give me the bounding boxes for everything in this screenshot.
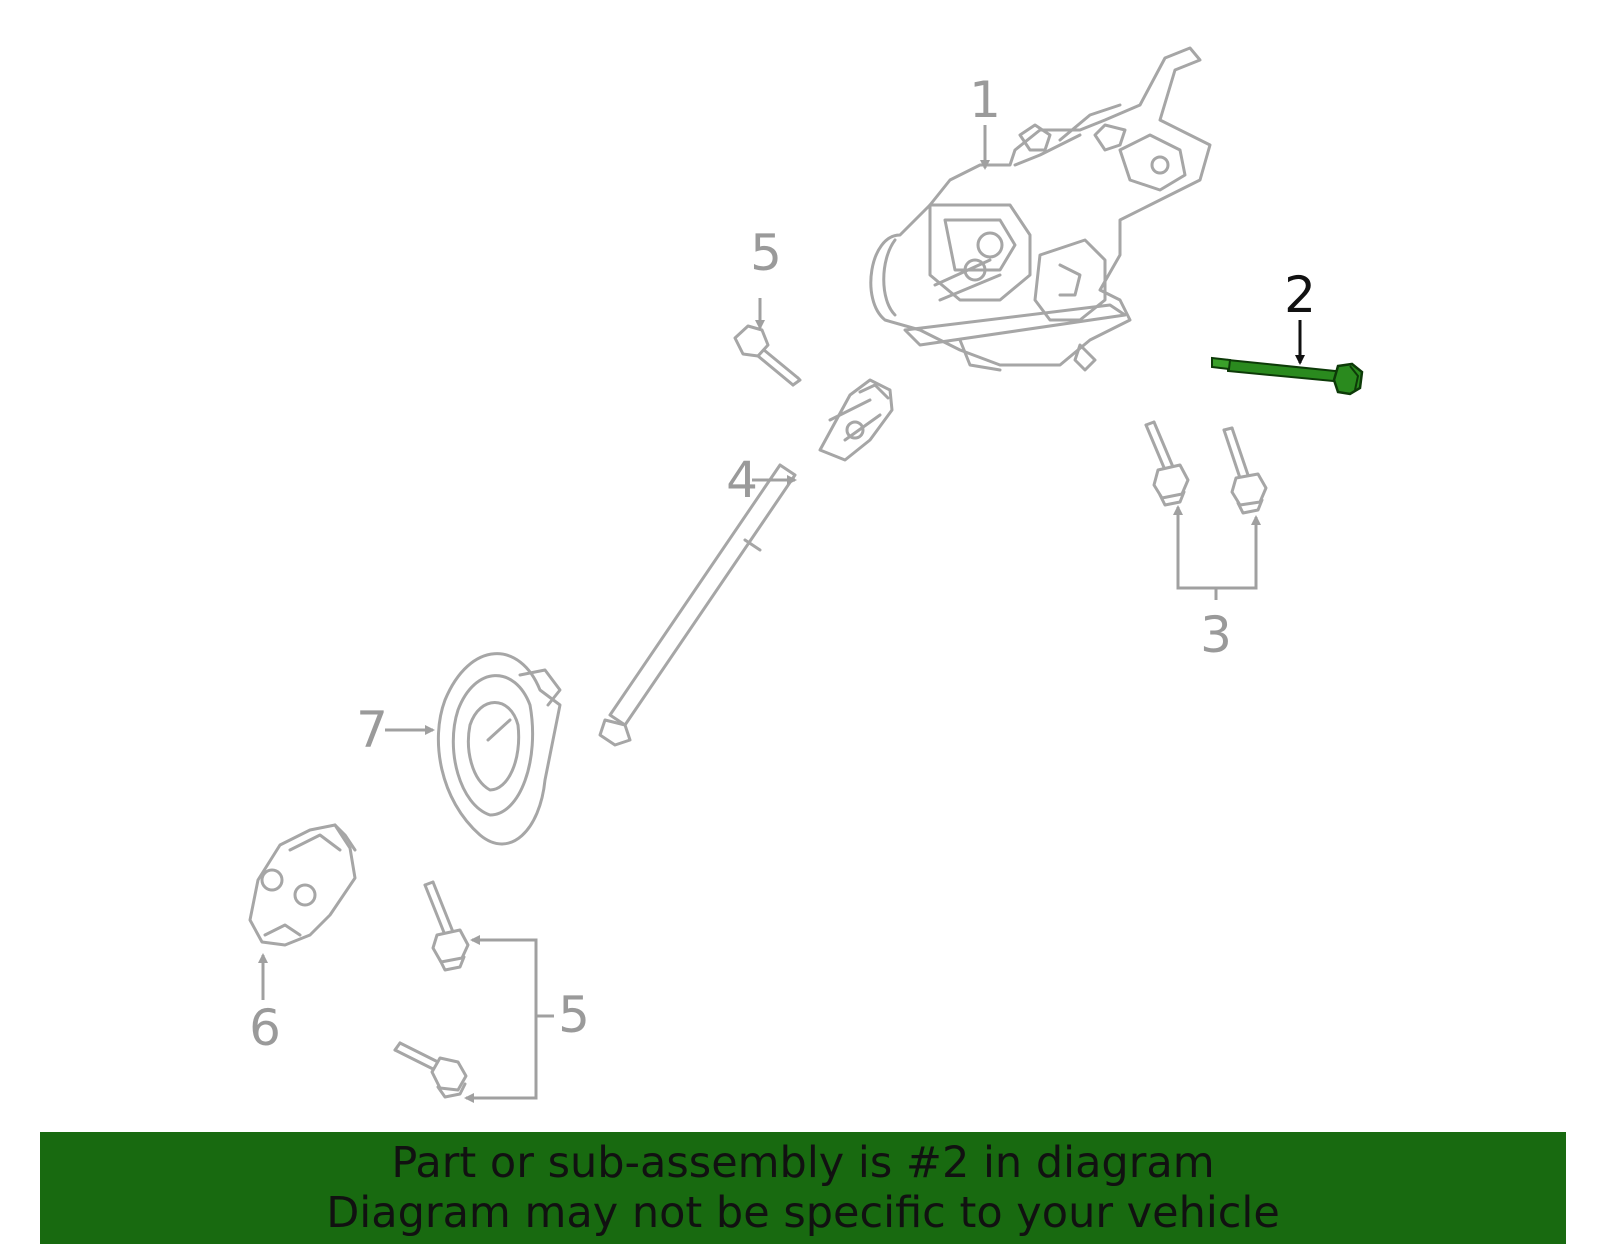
banner-line-2: Diagram may not be specific to your vehi… — [326, 1188, 1280, 1238]
callout-6: 6 — [249, 999, 281, 1057]
bolt-part-2-highlighted[interactable] — [1211, 356, 1364, 396]
column-boot-seal — [436, 652, 562, 846]
leader-3b — [1216, 515, 1261, 590]
banner-line-1: Part or sub-assembly is #2 in diagram — [391, 1138, 1215, 1188]
universal-joint — [248, 823, 357, 947]
leader-5-lower-b — [464, 1016, 538, 1103]
callout-4: 4 — [726, 451, 758, 509]
callout-2[interactable]: 2 — [1284, 266, 1316, 324]
parts-diagram: 1 2 3 4 5 5 6 7 — [248, 46, 1364, 1103]
leader-3a — [1173, 505, 1216, 590]
callout-3: 3 — [1200, 606, 1232, 664]
leader-5-lower-a — [470, 935, 554, 1018]
bolts-part-5-lower — [393, 880, 470, 1099]
callout-5-lower: 5 — [558, 986, 590, 1044]
intermediate-shaft — [598, 378, 894, 747]
callout-5-upper: 5 — [750, 224, 782, 282]
steering-column-assembly — [869, 46, 1212, 372]
bolt-part-5-upper — [733, 324, 802, 387]
info-banner: Part or sub-assembly is #2 in diagram Di… — [40, 1132, 1566, 1244]
bolts-part-3 — [1144, 420, 1268, 515]
leader-lines — [258, 125, 1305, 1103]
callout-7: 7 — [356, 701, 388, 759]
callout-1: 1 — [969, 71, 1001, 129]
